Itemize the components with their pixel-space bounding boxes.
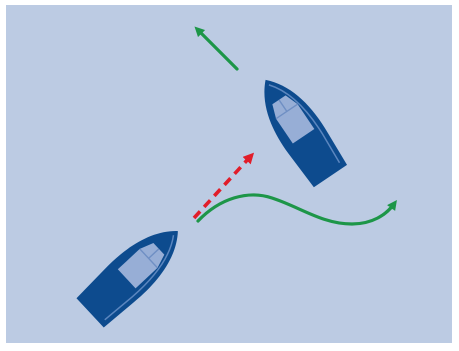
lower-boat-cabin-lines <box>139 248 160 269</box>
upper-boat-cabin <box>276 104 315 144</box>
upper-boat-cabin-lines <box>275 99 298 120</box>
water-background <box>6 5 452 343</box>
lower-boat-course-arrow <box>196 193 397 226</box>
upper-boat-trim <box>268 84 341 164</box>
lower-boat-trim <box>104 235 175 321</box>
upper-boat-course-arrow <box>194 26 239 71</box>
lower-boat-cabin <box>117 248 158 289</box>
upper-boat <box>264 79 348 188</box>
lower-boat <box>76 231 178 328</box>
upper-boat-windshield <box>272 95 298 119</box>
